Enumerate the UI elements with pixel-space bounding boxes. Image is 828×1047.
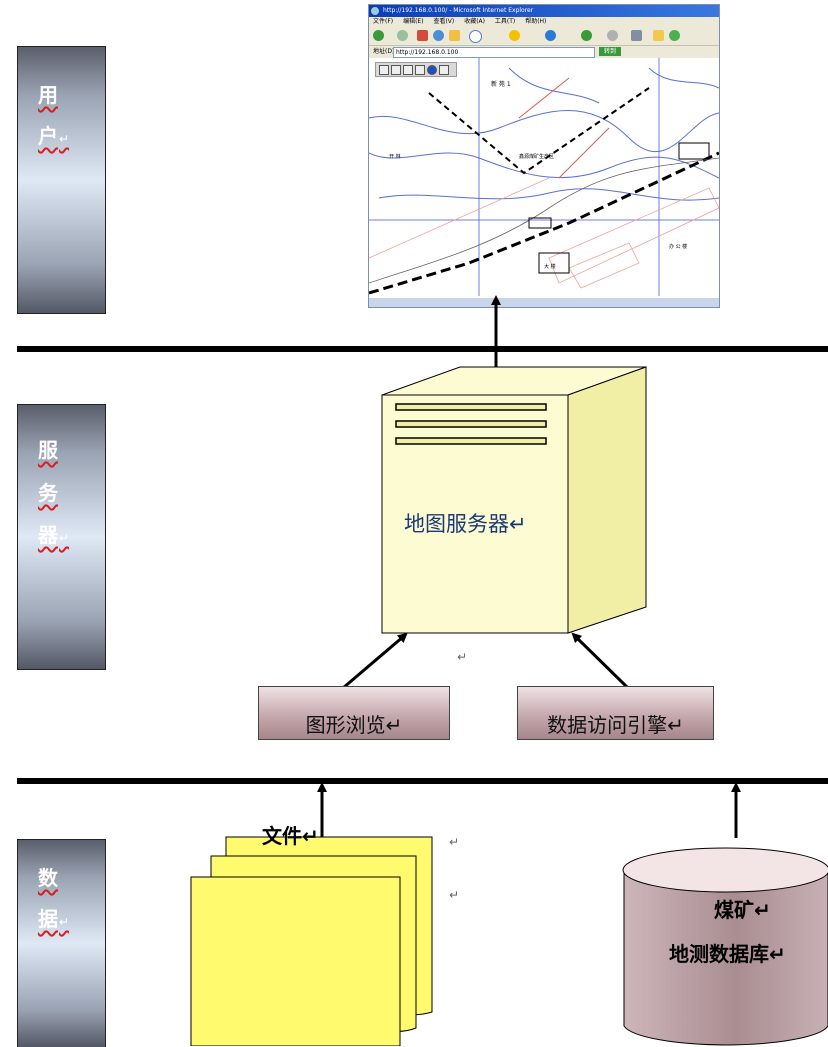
browser-title-bar: http://192.168.0.100/ - Microsoft Intern… (369, 5, 719, 17)
browser-status-bar (369, 298, 719, 307)
user-layer-char-1: 用 (38, 83, 58, 107)
zoom-in-icon[interactable] (379, 65, 389, 75)
graphics-browse-box: 图形浏览↵ (258, 686, 450, 740)
data-layer-char-2: 据↵ (38, 907, 70, 931)
refresh-icon[interactable] (433, 30, 444, 41)
paragraph-mark: ↵ (449, 835, 460, 849)
ie-icon (371, 7, 379, 15)
browser-address-bar: 地址(D) http://192.168.0.100 转到 (369, 46, 719, 58)
database-label-line1: 煤矿↵ (714, 898, 771, 922)
data-access-engine-box: 数据访问引擎↵ (517, 686, 714, 740)
map-toolbar (375, 62, 457, 77)
map-server-label: 地图服务器↵ (404, 512, 527, 536)
back-icon[interactable] (373, 30, 384, 41)
menu-view[interactable]: 查看(V) (433, 18, 455, 25)
arrow-data-access-to-server (571, 632, 630, 690)
pan-icon[interactable] (403, 65, 413, 75)
home-icon[interactable] (449, 30, 460, 41)
data-layer-label: 数 据↵ (17, 839, 106, 1047)
zoom-out-icon[interactable] (391, 65, 401, 75)
messenger-icon[interactable] (669, 30, 680, 41)
print-icon[interactable] (631, 30, 642, 41)
map-label-4: 大 楼 (544, 263, 556, 270)
forward-icon[interactable] (397, 30, 408, 41)
paragraph-mark: ↵ (457, 650, 468, 664)
browser-window: http://192.168.0.100/ - Microsoft Intern… (368, 4, 720, 308)
user-layer-char-2: 户↵ (38, 124, 70, 148)
map-label-1: 新 苑 1 (491, 80, 511, 88)
data-layer-char-1: 数 (38, 866, 58, 890)
return-mark: ↵ (59, 132, 70, 146)
go-button[interactable]: 转到 (599, 47, 621, 56)
map-label-5: 办 公 楼 (669, 243, 687, 250)
paragraph-mark: ↵ (449, 888, 460, 902)
files-label: 文件↵ (262, 824, 319, 848)
server-layer-char-3: 器↵ (38, 523, 70, 547)
map-label-2: 鑫源煤矿生产区 (519, 153, 554, 160)
return-mark: ↵ (59, 531, 70, 545)
mail-icon[interactable] (607, 30, 618, 41)
search-icon[interactable] (469, 30, 482, 43)
files-stack (190, 836, 433, 1046)
menu-file[interactable]: 文件(F) (373, 18, 394, 25)
media-icon[interactable] (545, 30, 556, 41)
measure-icon[interactable] (439, 65, 449, 75)
data-access-engine-label: 数据访问引擎↵ (547, 713, 684, 737)
graphics-browse-label: 图形浏览↵ (305, 713, 403, 737)
menu-help[interactable]: 帮助(H) (525, 18, 547, 25)
return-mark: ↵ (59, 915, 70, 929)
browser-toolbar (369, 27, 719, 46)
separator-line-top (17, 346, 828, 352)
server-layer-char-1: 服 (38, 438, 58, 462)
map-view: 新 苑 1 鑫源煤矿生产区 开 林 大 楼 办 公 楼 (369, 58, 719, 296)
menu-edit[interactable]: 编辑(E) (403, 18, 424, 25)
server-layer-label: 服 务 器↵ (17, 404, 106, 670)
folder-icon[interactable] (653, 30, 664, 41)
user-layer-label: 用 户↵ (17, 46, 106, 314)
menu-tools[interactable]: 工具(T) (494, 18, 516, 25)
full-extent-icon[interactable] (415, 65, 425, 75)
database-label-line2: 地测数据库↵ (669, 942, 786, 966)
database-cylinder (622, 847, 828, 1046)
server-layer-char-2: 务 (38, 481, 58, 505)
browser-menu-bar: 文件(F) 编辑(E) 查看(V) 收藏(A) 工具(T) 帮助(H) (369, 17, 719, 27)
stop-icon[interactable] (417, 30, 428, 41)
separator-line-bottom (17, 778, 828, 784)
browser-title: http://192.168.0.100/ - Microsoft Intern… (383, 7, 534, 14)
menu-favorites[interactable]: 收藏(A) (464, 18, 485, 25)
address-label: 地址(D) (373, 48, 395, 55)
arrow-graphics-to-server (342, 632, 408, 690)
address-input[interactable]: http://192.168.0.100 (393, 47, 595, 58)
identify-icon[interactable] (427, 65, 437, 75)
map-server-box (381, 366, 647, 634)
favorites-icon[interactable] (509, 30, 520, 41)
map-label-3: 开 林 (389, 153, 401, 160)
history-icon[interactable] (581, 30, 592, 41)
